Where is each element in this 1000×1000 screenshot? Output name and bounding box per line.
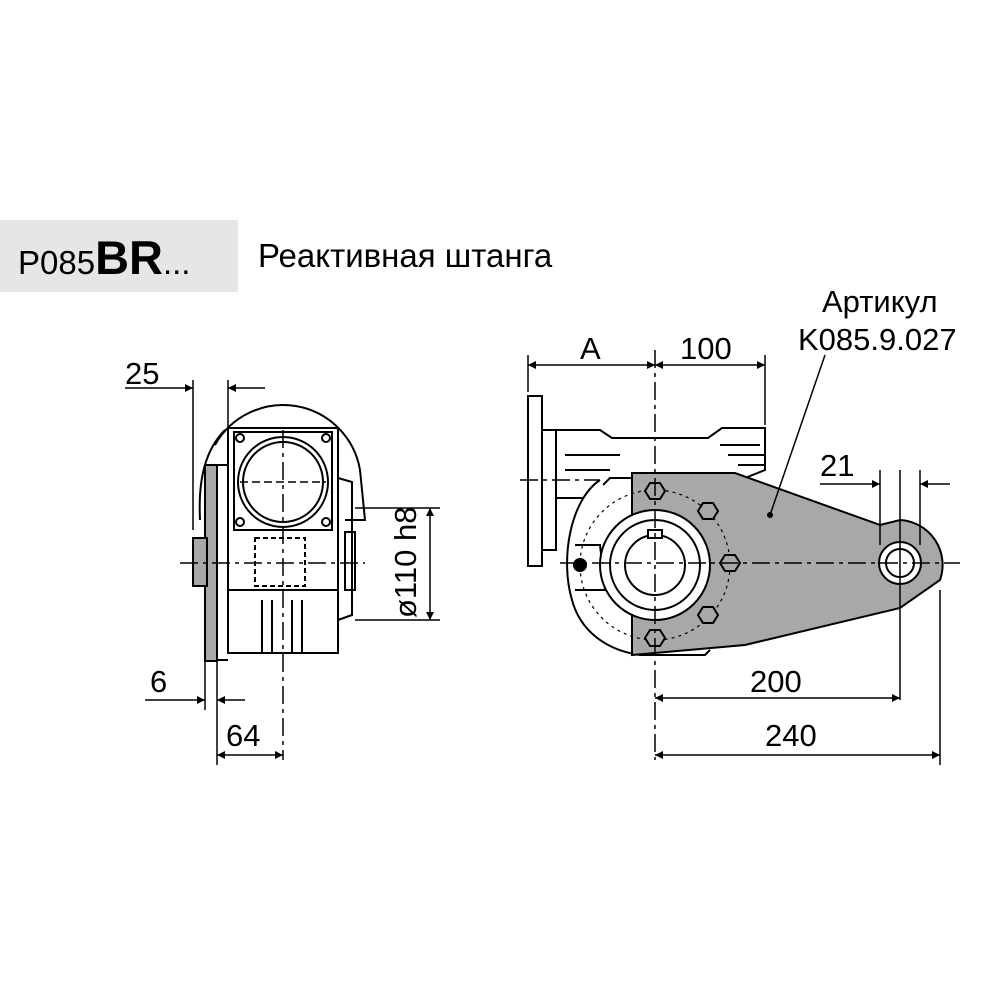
flange-bolts [643, 482, 742, 647]
dim-21-label: 21 [820, 448, 854, 483]
dim-200-label: 200 [750, 664, 802, 699]
article-code: K085.9.027 [798, 322, 957, 357]
title-banner [0, 220, 238, 292]
dim-64-label: 64 [226, 718, 260, 753]
dim-a-label: A [580, 331, 601, 366]
model-description: Реактивная штанга [258, 237, 553, 274]
model-code: P085BR... [18, 234, 191, 283]
model-code-suffix: ... [162, 244, 191, 281]
model-code-bold: BR [95, 231, 163, 284]
side-view [192, 404, 367, 662]
dim-240-label: 240 [765, 718, 817, 753]
dim-6-label: 6 [150, 664, 167, 699]
dim-100-label: 100 [680, 331, 732, 366]
dim-25-label: 25 [125, 356, 159, 391]
front-view-flange [527, 395, 543, 567]
dim-diameter-label: ø110 h8 [388, 507, 423, 618]
model-code-prefix: P085 [18, 244, 96, 281]
article-label: Артикул [822, 284, 938, 319]
side-view-housing-circle [214, 404, 367, 521]
